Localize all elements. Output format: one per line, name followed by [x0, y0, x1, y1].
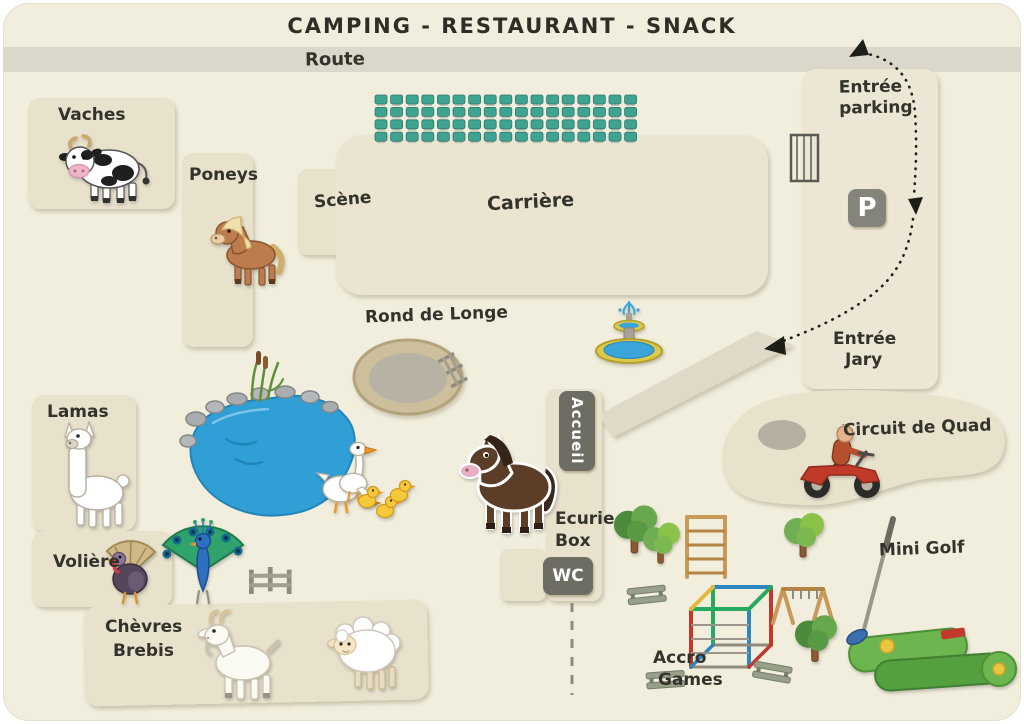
- wc-badge: WC: [543, 557, 593, 595]
- fence-icon: [437, 351, 469, 389]
- llama-icon: [64, 419, 130, 528]
- pond: [189, 394, 356, 517]
- pony-icon: [210, 216, 285, 286]
- quad-track-rock: [758, 420, 806, 450]
- lamas-label: Lamas: [47, 402, 109, 422]
- bleachers-seats: [374, 94, 637, 144]
- entree-jary-line1: Entrée: [833, 329, 897, 349]
- route-label: Route: [304, 48, 366, 71]
- cow-icon: [59, 134, 150, 203]
- entree-jary-label: Entrée Jary: [833, 329, 896, 371]
- quad-track: [722, 389, 1005, 506]
- entree-jary-line2: Jary: [845, 350, 883, 370]
- bench-icon: [645, 669, 686, 690]
- horse-icon: [459, 433, 558, 534]
- fence-icon: [249, 567, 292, 594]
- voliere-label: Volière: [53, 552, 121, 572]
- sheep-icon: [327, 616, 401, 690]
- reeds-icon: [250, 351, 284, 403]
- enclosure-blocks: [28, 69, 1005, 707]
- poneys-label: Poneys: [189, 165, 258, 185]
- fountain-icon: [595, 301, 663, 364]
- brebis-label: Brebis: [113, 641, 174, 661]
- bench-icon: [626, 584, 667, 606]
- parking-area: [802, 69, 938, 389]
- jary-route-dotted-path: [764, 217, 915, 355]
- gate-icon: [789, 133, 820, 183]
- parking-route-dotted-path: [849, 39, 923, 215]
- climbing-cube-icon: [689, 585, 773, 669]
- ducklings-icon: [357, 479, 416, 519]
- jary-path: [598, 331, 794, 437]
- tree-icon: [784, 513, 824, 558]
- tree-icon: [643, 522, 680, 564]
- rond-de-longe-ring: [352, 338, 464, 416]
- tree-icon: [613, 505, 658, 554]
- poneys-enclosure: [182, 153, 253, 347]
- ecurie-label: Ecurie: [555, 509, 615, 529]
- vaches-label: Vaches: [58, 105, 126, 125]
- goat-icon: [197, 609, 281, 700]
- box-label: Box: [555, 531, 591, 551]
- accro-label: Accro: [653, 648, 707, 668]
- mini-golf-label: Mini Golf: [878, 537, 965, 561]
- chevres-label: Chèvres: [105, 617, 183, 637]
- minigolf-course: [848, 627, 1017, 692]
- bench-icon: [752, 660, 793, 684]
- quad-rider-icon: [799, 424, 881, 498]
- map-title: CAMPING - RESTAURANT - SNACK: [287, 14, 737, 38]
- park-map: CAMPING - RESTAURANT - SNACK Route Entré…: [3, 3, 1021, 721]
- entree-parking-label: Entrée parking: [839, 76, 913, 119]
- map-graphics: [3, 39, 1021, 707]
- golf-club-icon: [846, 516, 896, 646]
- tree-icon: [794, 615, 837, 662]
- carriere-arena: [336, 135, 768, 295]
- route-road: [3, 47, 1021, 72]
- parking-sign: P: [848, 189, 886, 227]
- peacock-icon: [161, 518, 245, 604]
- entree-parking-line1: Entrée: [838, 76, 903, 98]
- games-label: Games: [658, 670, 723, 690]
- ladder-frame-icon: [685, 515, 727, 579]
- accueil-badge: Accueil: [559, 391, 595, 471]
- entree-parking-line2: parking: [839, 97, 913, 119]
- turkey-icon: [105, 539, 157, 605]
- stable-annex: [500, 549, 546, 601]
